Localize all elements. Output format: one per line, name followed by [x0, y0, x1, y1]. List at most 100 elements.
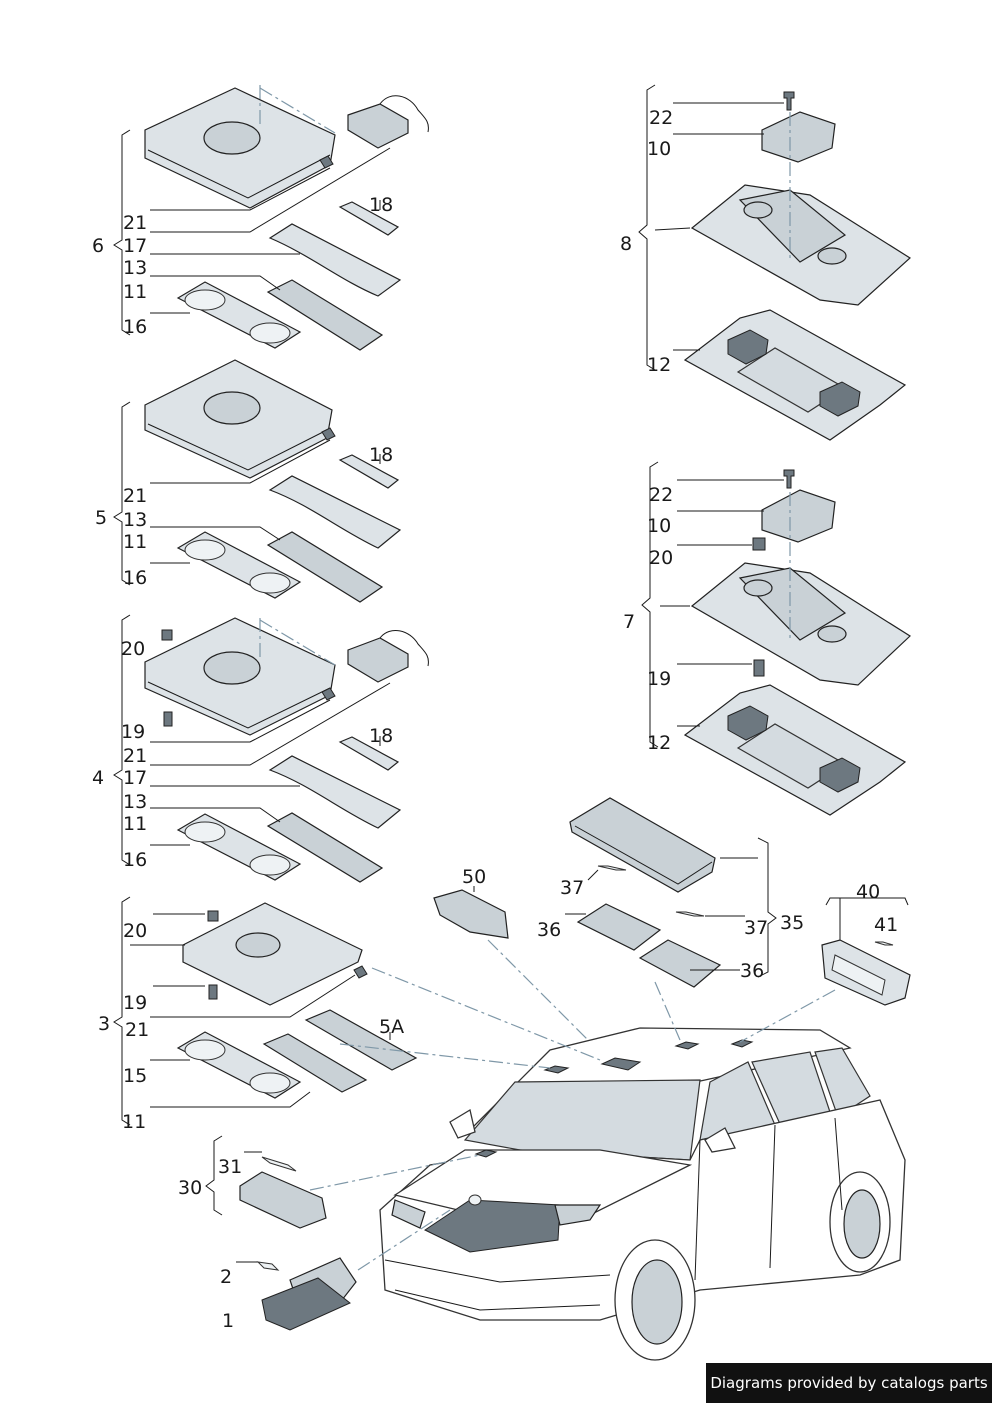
- label-part-37: 37: [560, 877, 584, 899]
- label-group-35: 35: [780, 912, 804, 934]
- cover-strip: [338, 736, 400, 771]
- label-part-18: 18: [369, 194, 393, 216]
- label-part-36b: 36: [740, 960, 764, 982]
- label-group-30: 30: [178, 1177, 202, 1199]
- label-part-21: 21: [123, 485, 147, 507]
- festoon-bulb-icon: [675, 911, 705, 917]
- location-lines: [309, 939, 836, 1271]
- label-group-3: 3: [98, 1013, 110, 1035]
- screw-icon: [321, 687, 336, 701]
- label-part-20: 20: [121, 638, 145, 660]
- cover-trim: [268, 755, 402, 829]
- festoon-bulb-icon: [261, 1156, 297, 1172]
- label-part-19: 19: [123, 992, 147, 1014]
- part-40: 40 41: [821, 881, 911, 1006]
- clip-icon: [752, 537, 766, 551]
- label-part-16: 16: [123, 849, 147, 871]
- footwell-lamp: [239, 1171, 327, 1229]
- group-3: 3 20 19 21 15 11 5A: [98, 896, 418, 1133]
- control-unit: [761, 111, 836, 163]
- label-part-36: 36: [537, 919, 561, 941]
- part-50: 50: [433, 866, 509, 939]
- clip-icon: [207, 910, 219, 922]
- group-6: 6 21 17 13 11 16 18: [92, 85, 429, 351]
- label-part-22: 22: [649, 484, 673, 506]
- label-part-12: 12: [647, 354, 671, 376]
- label-part-15: 15: [123, 1065, 147, 1087]
- electronic-module: [347, 637, 409, 683]
- door-entry-lamp-lens: [261, 1277, 351, 1331]
- group-4: 4 20 19 21 17 13 11 16 18: [92, 614, 429, 883]
- sensor-unit: [433, 889, 509, 939]
- label-part-13: 13: [123, 791, 147, 813]
- label-part-17: 17: [123, 767, 147, 789]
- label-part-1: 1: [222, 1310, 234, 1332]
- label-part-31: 31: [218, 1156, 242, 1178]
- label-part-5a: 5A: [379, 1016, 404, 1038]
- label-part-22: 22: [649, 107, 673, 129]
- label-part-21: 21: [123, 212, 147, 234]
- group-8: 8 22 10 12: [620, 84, 911, 441]
- label-group-4: 4: [92, 767, 104, 789]
- label-part-2: 2: [220, 1266, 232, 1288]
- group-30: 30 31: [178, 1135, 327, 1229]
- lens-panel: [266, 812, 384, 883]
- label-part-13: 13: [123, 257, 147, 279]
- label-part-16: 16: [123, 316, 147, 338]
- screw-icon: [353, 965, 368, 979]
- label-group-6: 6: [92, 235, 104, 257]
- label-part-11: 11: [123, 531, 147, 553]
- screw-icon: [321, 427, 336, 441]
- label-part-21: 21: [125, 1019, 149, 1041]
- reading-lamp-module: [569, 797, 716, 893]
- group-7: 7 22 10 20 19 12: [623, 461, 911, 816]
- cover-trim: [268, 223, 402, 297]
- group-35: 35 37 36 37 36: [537, 797, 804, 988]
- credit-banner: Diagrams provided by catalogs parts: [706, 1363, 992, 1403]
- label-part-13: 13: [123, 509, 147, 531]
- group-5: 5 21 13 11 16 18: [95, 359, 402, 603]
- label-part-40: 40: [856, 881, 880, 903]
- lens-insert: [638, 939, 722, 988]
- label-part-21: 21: [123, 745, 147, 767]
- label-part-20: 20: [123, 920, 147, 942]
- clip-icon: [161, 629, 173, 641]
- label-group-7: 7: [623, 611, 635, 633]
- bulb-holder-icon: [208, 984, 218, 1000]
- lens-panel: [304, 1009, 418, 1071]
- label-group-8: 8: [620, 233, 632, 255]
- bulb-icon: [874, 941, 894, 946]
- screw-icon: [319, 155, 334, 169]
- label-part-11: 11: [122, 1111, 146, 1133]
- bulb-holder-icon: [753, 659, 765, 677]
- label-part-18: 18: [369, 444, 393, 466]
- festoon-bulb-icon: [597, 865, 627, 871]
- label-part-12: 12: [647, 732, 671, 754]
- lens-insert: [576, 903, 662, 951]
- label-part-50: 50: [462, 866, 486, 888]
- label-part-17: 17: [123, 235, 147, 257]
- label-part-10: 10: [647, 515, 671, 537]
- label-group-5: 5: [95, 507, 107, 529]
- label-part-16: 16: [123, 567, 147, 589]
- label-part-37b: 37: [744, 917, 768, 939]
- label-part-10: 10: [647, 138, 671, 160]
- lens-panel: [262, 1033, 368, 1093]
- cover-trim: [268, 475, 402, 549]
- control-unit: [761, 489, 836, 543]
- cover-strip: [338, 454, 400, 489]
- housing-opening: [203, 121, 261, 155]
- screw-icon: [783, 91, 795, 111]
- lens-panel: [266, 279, 384, 351]
- electronic-module: [347, 103, 409, 149]
- vehicle-illustration: [379, 1027, 906, 1361]
- bulb-icon: [256, 1261, 280, 1271]
- label-part-11: 11: [123, 281, 147, 303]
- parts-1-2: 2 1: [220, 1257, 357, 1332]
- screw-icon: [783, 469, 795, 489]
- lens-panel: [266, 531, 384, 603]
- bulb-holder-icon: [163, 711, 173, 727]
- cover-strip: [338, 201, 400, 236]
- label-part-11: 11: [123, 813, 147, 835]
